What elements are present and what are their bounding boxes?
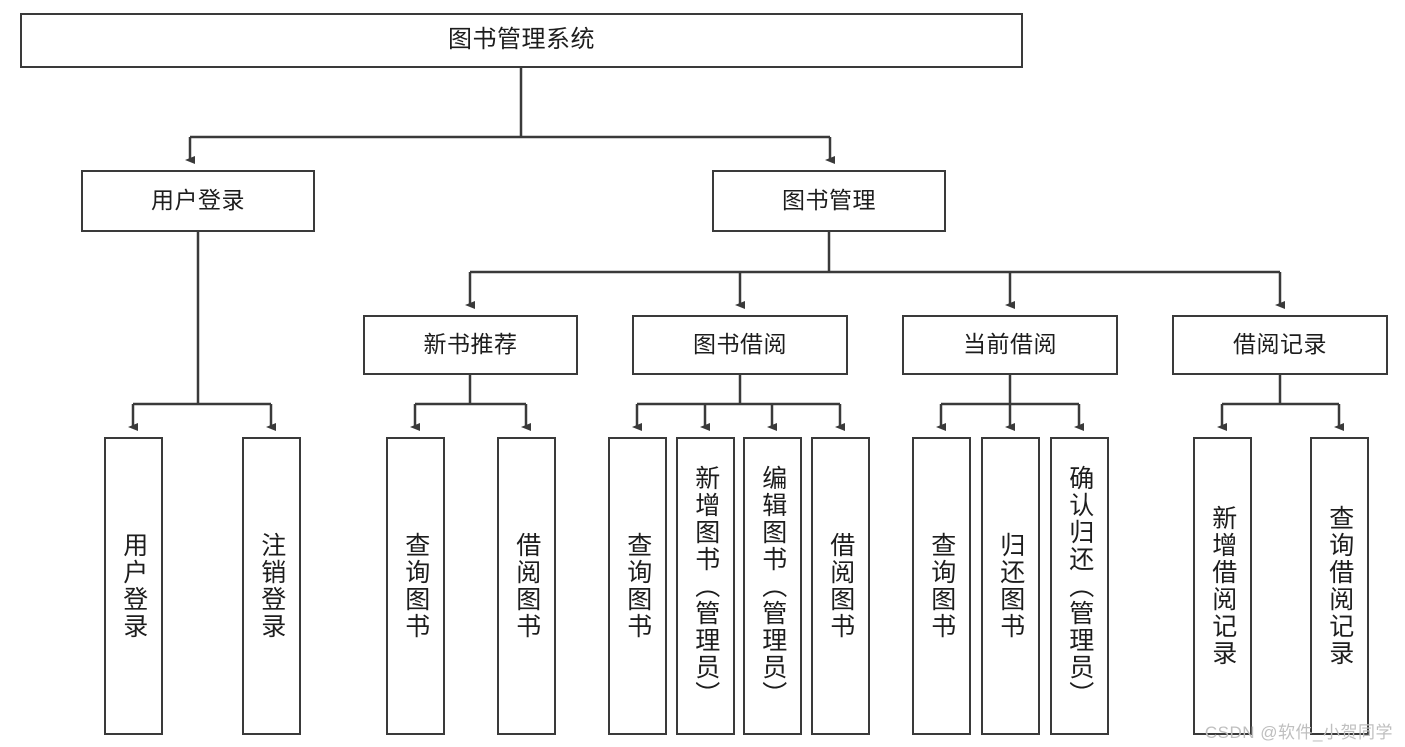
node-label: 图书借阅 [693, 331, 787, 358]
node-label: 查询图书 [401, 532, 430, 640]
node-label: 借阅记录 [1233, 331, 1327, 358]
node-book-management[interactable]: 图书管理 [712, 170, 946, 232]
node-label: 确认归还（管理员） [1065, 464, 1094, 708]
leaf-user-login-login[interactable]: 用户登录 [104, 437, 163, 735]
csdn-watermark: CSDN @软件_小贺同学 [1204, 723, 1393, 742]
leaf-borrow-borrow-book[interactable]: 借阅图书 [811, 437, 870, 735]
leaf-borrow-edit-book-admin[interactable]: 编辑图书（管理员） [743, 437, 802, 735]
leaf-current-return-book[interactable]: 归还图书 [981, 437, 1040, 735]
node-label: 编辑图书（管理员） [758, 464, 787, 708]
node-label: 查询图书 [927, 532, 956, 640]
node-label: 用户登录 [151, 187, 245, 214]
leaf-current-confirm-return-admin[interactable]: 确认归还（管理员） [1050, 437, 1109, 735]
node-root-system[interactable]: 图书管理系统 [20, 13, 1023, 68]
node-user-login[interactable]: 用户登录 [81, 170, 315, 232]
node-label: 图书管理系统 [448, 26, 595, 54]
node-label: 用户登录 [119, 532, 148, 640]
node-label: 查询图书 [623, 532, 652, 640]
leaf-borrow-query-book[interactable]: 查询图书 [608, 437, 667, 735]
node-label: 图书管理 [782, 187, 876, 214]
node-label: 注销登录 [257, 532, 286, 640]
leaf-record-query-record[interactable]: 查询借阅记录 [1310, 437, 1369, 735]
node-label: 借阅图书 [512, 532, 541, 640]
node-book-borrow[interactable]: 图书借阅 [632, 315, 848, 375]
node-current-borrow[interactable]: 当前借阅 [902, 315, 1118, 375]
node-label: 查询借阅记录 [1325, 505, 1354, 667]
node-label: 借阅图书 [826, 532, 855, 640]
leaf-borrow-add-book-admin[interactable]: 新增图书（管理员） [676, 437, 735, 735]
node-label: 新增图书（管理员） [691, 464, 720, 708]
node-label: 新增借阅记录 [1208, 505, 1237, 667]
leaf-current-query-book[interactable]: 查询图书 [912, 437, 971, 735]
leaf-record-add-record[interactable]: 新增借阅记录 [1193, 437, 1252, 735]
node-label: 归还图书 [996, 532, 1025, 640]
node-borrow-record[interactable]: 借阅记录 [1172, 315, 1388, 375]
leaf-user-login-logout[interactable]: 注销登录 [242, 437, 301, 735]
leaf-recommend-query-book[interactable]: 查询图书 [386, 437, 445, 735]
node-label: 新书推荐 [423, 331, 518, 358]
leaf-recommend-borrow-book[interactable]: 借阅图书 [497, 437, 556, 735]
node-label: 当前借阅 [963, 331, 1057, 358]
node-new-book-recommend[interactable]: 新书推荐 [363, 315, 578, 375]
